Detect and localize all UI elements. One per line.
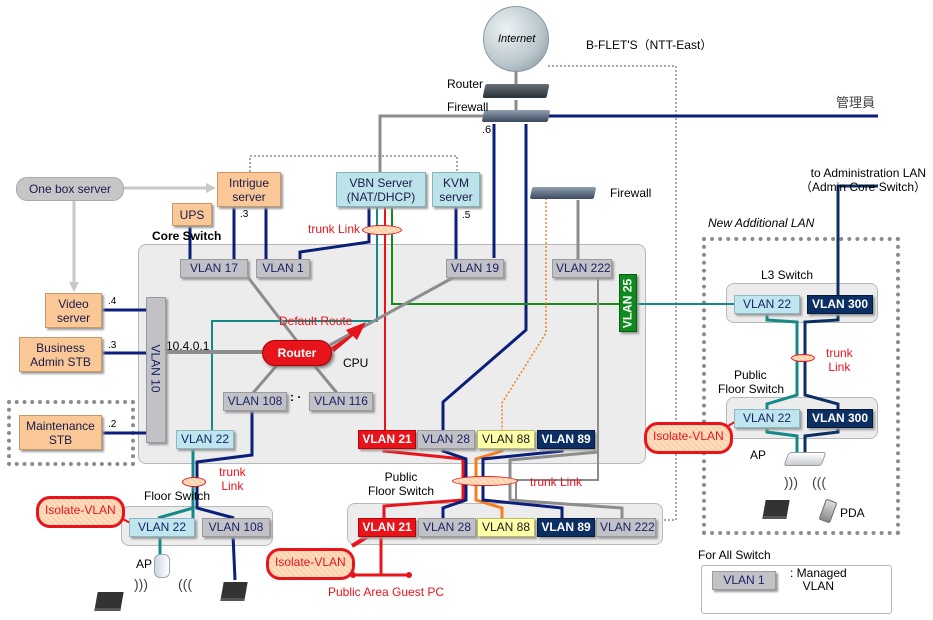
core-vlan-21[interactable]: VLAN 21 [358, 430, 416, 449]
trunk-oval-new-lan [791, 354, 815, 362]
cpu-label: CPU [343, 356, 369, 370]
one-box-server[interactable]: One box server [16, 177, 124, 201]
public-vlan-28[interactable]: VLAN 28 [418, 518, 476, 537]
router-label: Router [447, 77, 484, 91]
trunk-oval-vbn [362, 225, 402, 235]
business-ip: .3 [108, 340, 117, 351]
firewall-label: Firewall [447, 100, 489, 114]
trunk-link-vbn-label: trunk Link [308, 222, 361, 236]
public-vlan-222[interactable]: VLAN 222 [596, 518, 656, 537]
kvm-ip: .5 [462, 210, 471, 221]
new-lan-title: New Additional LAN [708, 216, 815, 230]
admin-label: 管理員 [836, 95, 876, 110]
core-vlan-89[interactable]: VLAN 89 [537, 430, 595, 449]
internet-label: Internet [498, 33, 536, 45]
core-vlan-222[interactable]: VLAN 222 [552, 259, 612, 278]
intrigue-ip: .3 [240, 209, 249, 220]
ups-device[interactable]: UPS [172, 203, 212, 226]
vbn-server[interactable]: VBN Server(NAT/DHCP) [336, 172, 426, 207]
laptop-icon-2 [220, 582, 248, 601]
pda-label: PDA [840, 506, 865, 520]
new-lan-ap-label: AP [750, 448, 767, 462]
floor-vlan-108[interactable]: VLAN 108 [202, 518, 270, 537]
core-router[interactable]: Router [262, 340, 332, 366]
vbn-green-vlan25 [391, 206, 736, 305]
new-lan-laptop-icon [762, 500, 790, 519]
to-admin-lan-label: to Administration LAN（Admin Core Switch） [800, 166, 927, 194]
trunk-oval-floor [182, 477, 206, 487]
core-vlan-25[interactable]: VLAN 25 [619, 274, 637, 332]
firewall-ip: .6 [482, 124, 492, 136]
core-vlan-10[interactable]: VLAN 10 [146, 297, 166, 443]
wifi-waves-icon-3: ))) [784, 474, 798, 490]
floor-isolate-vlan-callout: Isolate-VLAN [36, 496, 125, 528]
core-vlan-22[interactable]: VLAN 22 [176, 430, 234, 449]
core-vlan-108[interactable]: VLAN 108 [223, 392, 287, 411]
core-vlan-19[interactable]: VLAN 19 [446, 259, 504, 278]
firewall2-orange-dotted [501, 198, 547, 430]
core-vlan-1[interactable]: VLAN 1 [256, 259, 310, 278]
public-isolate-vlan-callout: Isolate-VLAN [266, 548, 355, 580]
new-additional-lan-boundary [702, 237, 900, 535]
maintenance-ip: .2 [108, 419, 117, 430]
l3-switch-title: L3 Switch [761, 268, 814, 282]
new-lan-ap-icon [783, 452, 827, 466]
trunk-oval-public [452, 476, 518, 486]
video-ip: .4 [108, 296, 117, 307]
bflets-dotted-line [548, 65, 677, 521]
public-vlan-21[interactable]: VLAN 21 [358, 518, 416, 537]
laptop-icon [94, 592, 124, 611]
core-vlan-116[interactable]: VLAN 116 [309, 392, 373, 411]
core-vlan-17[interactable]: VLAN 17 [180, 259, 248, 278]
new-public-vlan-300[interactable]: VLAN 300 [807, 409, 873, 428]
wifi-waves-icon-4: ((( [812, 474, 826, 490]
wifi-waves-icon: ))) [134, 576, 148, 592]
firewall2-device-icon [529, 187, 597, 199]
l3-vlan-300[interactable]: VLAN 300 [807, 295, 873, 314]
internet-globe-icon: Internet [483, 6, 549, 72]
firewall-vlan28-navy [441, 124, 528, 430]
core-vlan-88[interactable]: VLAN 88 [477, 430, 535, 449]
bflets-label: B-FLET'S（NTT-East） [586, 38, 713, 52]
firewall2-label: Firewall [610, 186, 652, 200]
intrigue-kvm-dotted [249, 155, 458, 172]
default-route-arrow [330, 322, 366, 352]
default-route-label: Default Route [279, 314, 353, 328]
public-vlan-89[interactable]: VLAN 89 [537, 518, 595, 537]
floor-vlan-22[interactable]: VLAN 22 [129, 518, 195, 537]
vlan-ellipsis: : · [290, 390, 302, 404]
vbn-teal-vlan22 [211, 206, 378, 432]
floor-ap-label: AP [136, 557, 153, 571]
one-box-server-label: One box server [28, 182, 112, 196]
floor-ap-icon [154, 554, 170, 578]
router-device-icon [482, 84, 550, 98]
new-public-vlan-22[interactable]: VLAN 22 [734, 409, 800, 428]
public-vlan-88[interactable]: VLAN 88 [477, 518, 535, 537]
guest-pc-label: Public Area Guest PC [328, 585, 445, 599]
wifi-waves-icon-2: ((( [178, 576, 192, 592]
vlan10-gateway-ip: 10.4.0.1 [166, 339, 210, 353]
legend-title: For All Switch [698, 548, 771, 562]
l3-vlan-22[interactable]: VLAN 22 [734, 295, 800, 314]
core-switch-title: Core Switch [152, 229, 222, 243]
floor-switch-title: Floor Switch [144, 489, 211, 503]
firewall-device-icon [481, 110, 551, 122]
firewall-vbn-gray [378, 114, 484, 174]
trunk-link-public-label: trunk Link [530, 475, 583, 489]
core-vlan-28[interactable]: VLAN 28 [417, 430, 475, 449]
legend-vlan-1: VLAN 1 [712, 571, 776, 590]
new-lan-isolate-vlan-callout: Isolate-VLAN [644, 422, 733, 454]
